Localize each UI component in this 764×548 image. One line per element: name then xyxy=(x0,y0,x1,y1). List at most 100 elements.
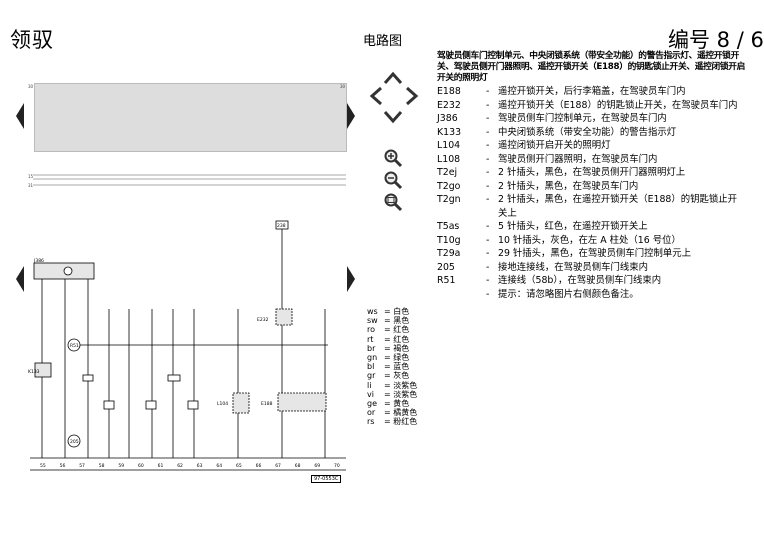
prev-page-arrow-icon[interactable] xyxy=(16,103,24,129)
legend-text: 驾驶员侧开门器照明，在驾驶员车门内 xyxy=(498,153,658,165)
track-number: 70 xyxy=(334,463,340,469)
color-name: = 黑色 xyxy=(384,316,410,326)
legend-item: T2ej -2 针插头，黑色，在驾驶员侧开门器照明灯上 xyxy=(437,166,746,180)
color-key-item: ge= 黄色 xyxy=(367,399,417,408)
color-name: = 粉红色 xyxy=(384,417,418,427)
track-number: 61 xyxy=(158,463,164,469)
legend-code: T2go xyxy=(437,180,461,192)
legend-text: 2 针插头，黑色，在驾驶员侧开门器照明灯上 xyxy=(498,167,686,178)
legend-dash: - xyxy=(486,234,490,246)
legend-dash: - xyxy=(486,113,490,124)
down-arrow-icon[interactable] xyxy=(381,105,405,129)
legend-text: 遥控开锁开关，后行李箱盖，在驾驶员车门内 xyxy=(498,86,686,97)
color-key-item: sw= 黑色 xyxy=(367,316,417,325)
legend-text: 连接线（58b），在驾驶员侧车门线束内 xyxy=(498,275,662,286)
legend-item: J386 -驾驶员侧车门控制单元，在驾驶员车门内 xyxy=(437,112,746,126)
legend-code: 205 xyxy=(437,261,455,273)
legend-item: T29a -29 针插头，黑色，在驾驶员侧车门控制单元上 xyxy=(437,247,746,261)
legend-text: 2 针插头，黑色，在遥控开锁开关（E188）的钥匙锁止开关上 xyxy=(498,194,738,219)
color-name: = 淡紫色 xyxy=(384,380,418,390)
legend-code: T2gn xyxy=(437,194,461,205)
legend-dash: - xyxy=(486,248,490,259)
legend-code: T5as xyxy=(437,221,460,232)
right-arrow-icon[interactable] xyxy=(400,84,424,108)
component-label: J386 xyxy=(33,258,44,264)
legend-text: 2 针插头，黑色，在驾驶员车门内 xyxy=(498,180,639,192)
legend-code: L104 xyxy=(437,140,461,151)
track-number: 60 xyxy=(138,463,144,469)
legend-item: T2gn -2 针插头，黑色，在遥控开锁开关（E188）的钥匙锁止开关上 xyxy=(437,193,746,220)
color-name: = 白色 xyxy=(384,307,410,316)
color-name: = 灰色 xyxy=(384,371,410,381)
overview-thumbnail[interactable] xyxy=(34,83,347,152)
next-section-arrow-icon[interactable] xyxy=(347,266,355,292)
legend-text: 遥控开锁开关（E188）的钥匙锁止开关，在驾驶员车门内 xyxy=(498,99,738,111)
legend-dash: - xyxy=(486,153,490,165)
legend-code xyxy=(437,288,486,302)
zoom-out-icon[interactable] xyxy=(381,168,405,192)
zoom-fit-icon[interactable] xyxy=(381,190,405,214)
track-number: 63 xyxy=(197,463,203,469)
track-number: 69 xyxy=(314,463,320,469)
component-label: K133 xyxy=(28,369,40,375)
legend-dash: - xyxy=(486,221,490,232)
legend-item: E188-遥控开锁开关，后行李箱盖，在驾驶员车门内 xyxy=(437,85,746,99)
svg-text:31: 31 xyxy=(28,183,34,188)
legend-item: -提示：请忽略图片右侧颜色备注。 xyxy=(437,288,746,302)
color-key-item: vi= 淡紫色 xyxy=(367,390,417,399)
legend-item: K133-中央闭锁系统（带安全功能）的警告指示灯 xyxy=(437,126,746,140)
color-abbr: li xyxy=(367,380,372,390)
legend-code: L108 xyxy=(437,153,461,165)
color-name: = 淡紫色 xyxy=(384,389,418,399)
legend-item: 205-接地连接线，在驾驶员侧车门线束内 xyxy=(437,261,746,275)
legend-code: E188 xyxy=(437,86,461,97)
zoom-in-icon[interactable] xyxy=(381,146,405,170)
legend-dash: - xyxy=(486,194,490,205)
track-number: 67 xyxy=(275,463,281,469)
component-label: R51 xyxy=(70,343,79,349)
up-arrow-icon[interactable] xyxy=(381,66,405,90)
svg-text:30: 30 xyxy=(340,84,346,89)
color-key-item: gr = 灰色 xyxy=(367,371,417,380)
color-key-item: li = 淡紫色 xyxy=(367,381,417,390)
color-abbr: gr xyxy=(367,371,376,381)
diagram-id: 97-0553C xyxy=(311,475,342,483)
color-key-item: rt = 红色 xyxy=(367,335,417,344)
legend-item: L104-遥控闭锁开启开关的照明灯 xyxy=(437,139,746,153)
track-number: 66 xyxy=(256,463,262,469)
prev-section-arrow-icon[interactable] xyxy=(16,266,24,292)
legend-dash: - xyxy=(486,126,490,138)
legend-text: 接地连接线，在驾驶员侧车门线束内 xyxy=(498,261,649,273)
track-number: 68 xyxy=(295,463,301,469)
color-abbr: rt xyxy=(367,334,374,344)
color-name: = 蓝色 xyxy=(384,362,410,372)
legend-text: 遥控闭锁开启开关的照明灯 xyxy=(498,140,611,151)
legend-item: L108 -驾驶员侧开门器照明，在驾驶员车门内 xyxy=(437,153,746,167)
legend-code: T10g xyxy=(437,234,461,246)
color-abbr: gn xyxy=(367,353,378,363)
legend-text: 10 针插头，灰色，在左 A 柱处（16 号位） xyxy=(498,234,681,246)
legend-code: T29a xyxy=(437,248,461,259)
component-label: L104 xyxy=(217,401,228,407)
legend-text: 提示：请忽略图片右侧颜色备注。 xyxy=(498,288,639,300)
left-arrow-icon[interactable] xyxy=(364,84,388,108)
legend-code: T2ej xyxy=(437,167,458,178)
next-page-arrow-icon[interactable] xyxy=(347,103,355,129)
color-abbr: ro xyxy=(367,325,376,335)
legend-text: 驾驶员侧车门控制单元，在驾驶员车门内 xyxy=(498,113,667,124)
legend-dash: - xyxy=(486,99,490,111)
color-key-item: bl= 蓝色 xyxy=(367,362,417,371)
legend-code: E232 xyxy=(437,99,461,111)
legend-item: T2go-2 针插头，黑色，在驾驶员车门内 xyxy=(437,180,746,194)
color-name: = 红色 xyxy=(384,325,410,335)
legend-code: J386 xyxy=(437,113,458,124)
legend-text: 29 针插头，黑色，在驾驶员侧车门控制单元上 xyxy=(498,248,692,259)
legend-dash: - xyxy=(486,167,490,178)
component-label: 205 xyxy=(70,439,79,445)
color-name: = 红色 xyxy=(384,334,410,344)
color-key-item: ws= 白色 xyxy=(367,307,417,316)
legend-code: R51 xyxy=(437,275,456,286)
